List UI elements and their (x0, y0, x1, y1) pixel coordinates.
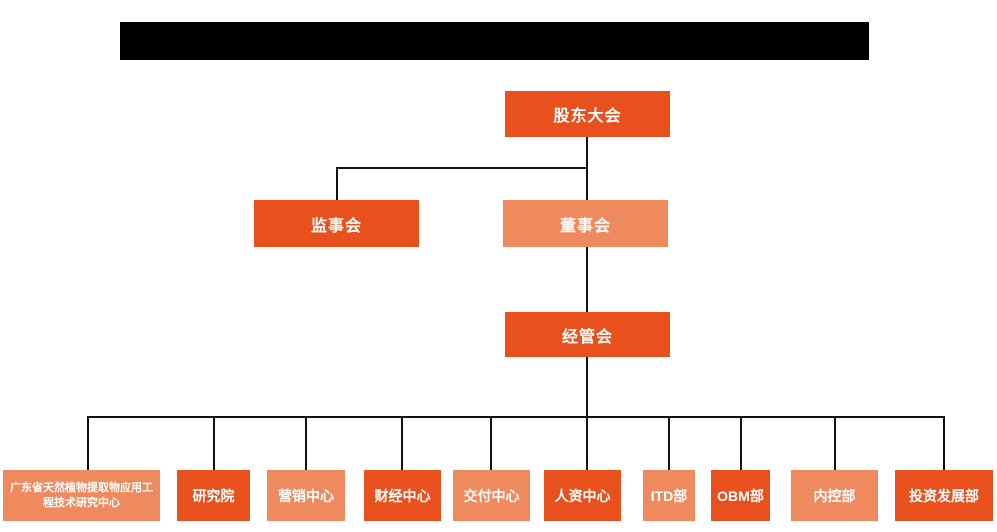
org-node-label: 财经中心 (374, 487, 431, 504)
connector-drop-dept-2 (213, 416, 215, 470)
connector-drop-dept-1 (87, 416, 89, 470)
connector-drop-dept-7 (668, 416, 670, 470)
org-node-hr-center: 人资中心 (544, 470, 621, 521)
connector-board-to-management (586, 247, 588, 312)
org-node-label: 交付中心 (463, 487, 520, 504)
connector-drop-dept-5 (490, 416, 492, 470)
org-node-obm-department: OBM部 (711, 470, 770, 521)
org-node-label: 股东大会 (553, 108, 622, 125)
org-node-research-institute: 研究院 (177, 470, 250, 521)
org-node-label: 人资中心 (554, 487, 611, 504)
org-node-label: 营销中心 (278, 487, 334, 504)
org-node-internal-control-department: 内控部 (791, 470, 878, 521)
org-node-label: 经管会 (561, 328, 613, 346)
connector-drop-dept-6 (586, 416, 588, 470)
org-node-label: 监事会 (310, 217, 362, 235)
connector-drop-dept-8 (740, 416, 742, 470)
org-node-research-center: 广东省天然植物提取物应用工程技术研究中心 (3, 470, 160, 521)
org-node-delivery-center: 交付中心 (453, 470, 530, 521)
org-node-board-of-directors: 董事会 (503, 200, 668, 247)
connector-drop-dept-3 (305, 416, 307, 470)
org-node-label: 研究院 (192, 487, 235, 504)
connector-shareholders-to-board (586, 137, 588, 201)
org-node-label: 广东省天然植物提取物应用工程技术研究中心 (10, 481, 153, 509)
connector-horizontal-level2 (336, 167, 588, 169)
org-node-management-committee: 经管会 (505, 312, 670, 357)
org-node-label: 投资发展部 (909, 487, 979, 504)
connector-management-to-bus (586, 357, 588, 417)
connector-drop-dept-10 (943, 416, 945, 470)
org-node-label: OBM部 (717, 487, 764, 504)
org-node-label: 内控部 (813, 487, 856, 504)
connector-drop-dept-4 (401, 416, 403, 470)
connector-horizontal-level4 (87, 416, 945, 418)
connector-drop-supervisory (336, 167, 338, 200)
org-node-shareholders-meeting: 股东大会 (505, 91, 670, 137)
redacted-title-bar (120, 22, 869, 60)
connector-drop-dept-9 (834, 416, 836, 470)
org-node-marketing-center: 营销中心 (267, 470, 345, 521)
org-node-supervisory-board: 监事会 (254, 200, 419, 247)
org-node-label: 董事会 (559, 217, 611, 235)
org-node-label: ITD部 (650, 487, 688, 504)
org-node-finance-center: 财经中心 (364, 470, 441, 521)
org-node-investment-development-department: 投资发展部 (895, 470, 993, 521)
org-node-itd-department: ITD部 (643, 470, 695, 521)
